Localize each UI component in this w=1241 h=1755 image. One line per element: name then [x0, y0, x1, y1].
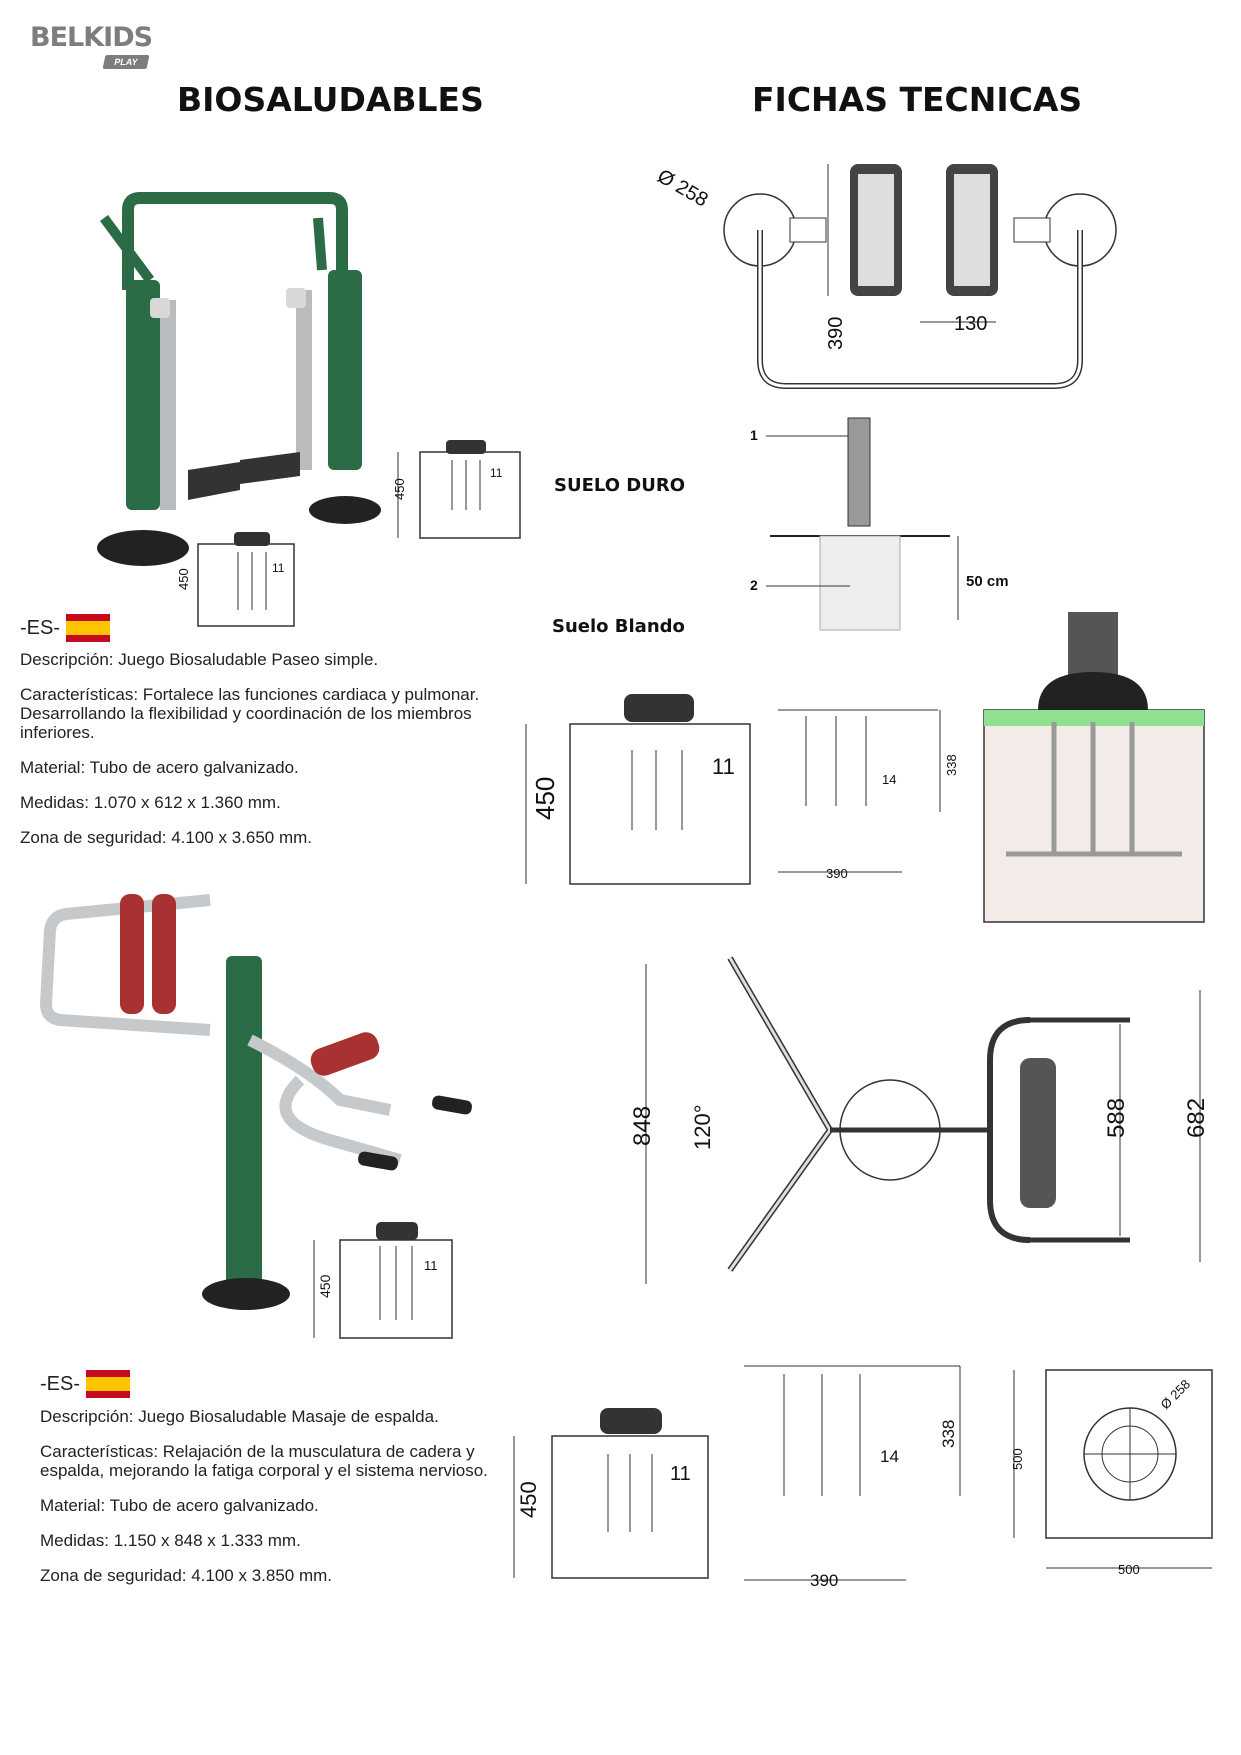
- dim-390: 390: [810, 1571, 838, 1590]
- material: Material: Tubo de acero galvanizado.: [20, 758, 299, 777]
- zona-seguridad: Zona de seguridad: 4.100 x 3.850 mm.: [40, 1566, 333, 1585]
- dim-130: 130: [954, 313, 987, 335]
- product-1-description: Descripción: Juego Biosaludable Paseo si…: [20, 650, 500, 847]
- heading-fichas-tecnicas: FICHAS TECNICAS: [752, 80, 1083, 119]
- dim-588: 588: [1103, 1098, 1130, 1138]
- label-suelo-duro: SUELO DURO: [554, 475, 685, 496]
- callout-2: 2: [750, 577, 758, 593]
- language-label: -ES-: [20, 614, 110, 642]
- back-massage-equipment-image: [39, 894, 472, 1310]
- dim-450: 450: [516, 1481, 541, 1518]
- language-code: -ES-: [40, 1372, 80, 1395]
- zona-seguridad: Zona de seguridad: 4.100 x 3.650 mm.: [20, 828, 313, 847]
- callout-1: 1: [750, 427, 758, 443]
- medidas: Medidas: 1.150 x 848 x 1.333 mm.: [40, 1531, 301, 1550]
- caracteristicas: Características: Fortalece las funciones…: [20, 685, 480, 742]
- dim-450: 450: [530, 777, 560, 820]
- dim-390: 390: [826, 866, 848, 881]
- spain-flag-icon: [86, 1370, 130, 1398]
- base-dimension-diagram: 450 11: [176, 532, 295, 627]
- descripcion: Descripción: Juego Biosaludable Masaje d…: [40, 1407, 439, 1426]
- base-plate-top-view-diagram: 500 Ø 258 500: [1010, 1369, 1213, 1577]
- dim-11: 11: [490, 466, 503, 480]
- dim-848: 848: [629, 1106, 656, 1146]
- dim-50cm: 50 cm: [966, 573, 1009, 590]
- dim-390: 390: [825, 317, 847, 350]
- dim-500: 500: [1010, 1448, 1025, 1470]
- spain-flag-icon: [66, 614, 110, 642]
- dim-682: 682: [1183, 1098, 1210, 1138]
- brand-name: BELKIDS: [30, 22, 153, 53]
- anchor-bolts-diagram: 338 14 390: [778, 709, 959, 881]
- hard-ground-anchor-drawing: 1 2 50 cm: [750, 417, 1009, 631]
- dim-450: 450: [392, 478, 407, 500]
- dim-11: 11: [424, 1258, 438, 1273]
- heading-biosaludables: BIOSALUDABLES: [177, 80, 484, 119]
- dim-450: 450: [176, 568, 191, 590]
- material: Material: Tubo de acero galvanizado.: [40, 1496, 319, 1515]
- dim-diameter-258: Ø 258: [1158, 1376, 1194, 1412]
- dim-11: 11: [272, 561, 285, 575]
- dim-angle-120: 120°: [690, 1104, 715, 1150]
- caracteristicas: Características: Relajación de la muscul…: [40, 1442, 488, 1480]
- soft-ground-anchor-render: [983, 612, 1205, 923]
- walker-equipment-image: [97, 192, 381, 566]
- dim-11: 11: [712, 754, 735, 779]
- soft-ground-base-diagram: 450 11: [513, 1408, 709, 1579]
- base-dimension-diagram: 450 11: [313, 1222, 453, 1339]
- dim-14: 14: [882, 772, 896, 787]
- dim-450: 450: [317, 1274, 333, 1298]
- walker-top-view-drawing: Ø 258 390 130: [654, 164, 1117, 389]
- soft-ground-base-diagram: 450 11: [525, 694, 751, 885]
- dim-14: 14: [880, 1447, 899, 1466]
- dim-338: 338: [939, 1420, 958, 1448]
- brand-tag: PLAY: [102, 55, 150, 69]
- base-dimension-diagram: 450 11: [392, 440, 521, 539]
- anchor-bolts-diagram: 338 14 390: [744, 1365, 961, 1590]
- product-2-description: Descripción: Juego Biosaludable Masaje d…: [40, 1407, 500, 1585]
- back-massage-top-view-drawing: 848 120° 588 682: [629, 956, 1210, 1284]
- dim-diameter-258: Ø 258: [654, 165, 712, 211]
- dim-338: 338: [944, 754, 959, 776]
- language-label: -ES-: [40, 1370, 130, 1398]
- label-suelo-blando: Suelo Blando: [552, 616, 685, 637]
- language-code: -ES-: [20, 616, 60, 639]
- dim-11: 11: [670, 1463, 691, 1485]
- medidas: Medidas: 1.070 x 612 x 1.360 mm.: [20, 793, 281, 812]
- brand-logo: BELKIDS: [30, 22, 153, 53]
- dim-500: 500: [1118, 1562, 1140, 1577]
- descripcion: Descripción: Juego Biosaludable Paseo si…: [20, 650, 379, 669]
